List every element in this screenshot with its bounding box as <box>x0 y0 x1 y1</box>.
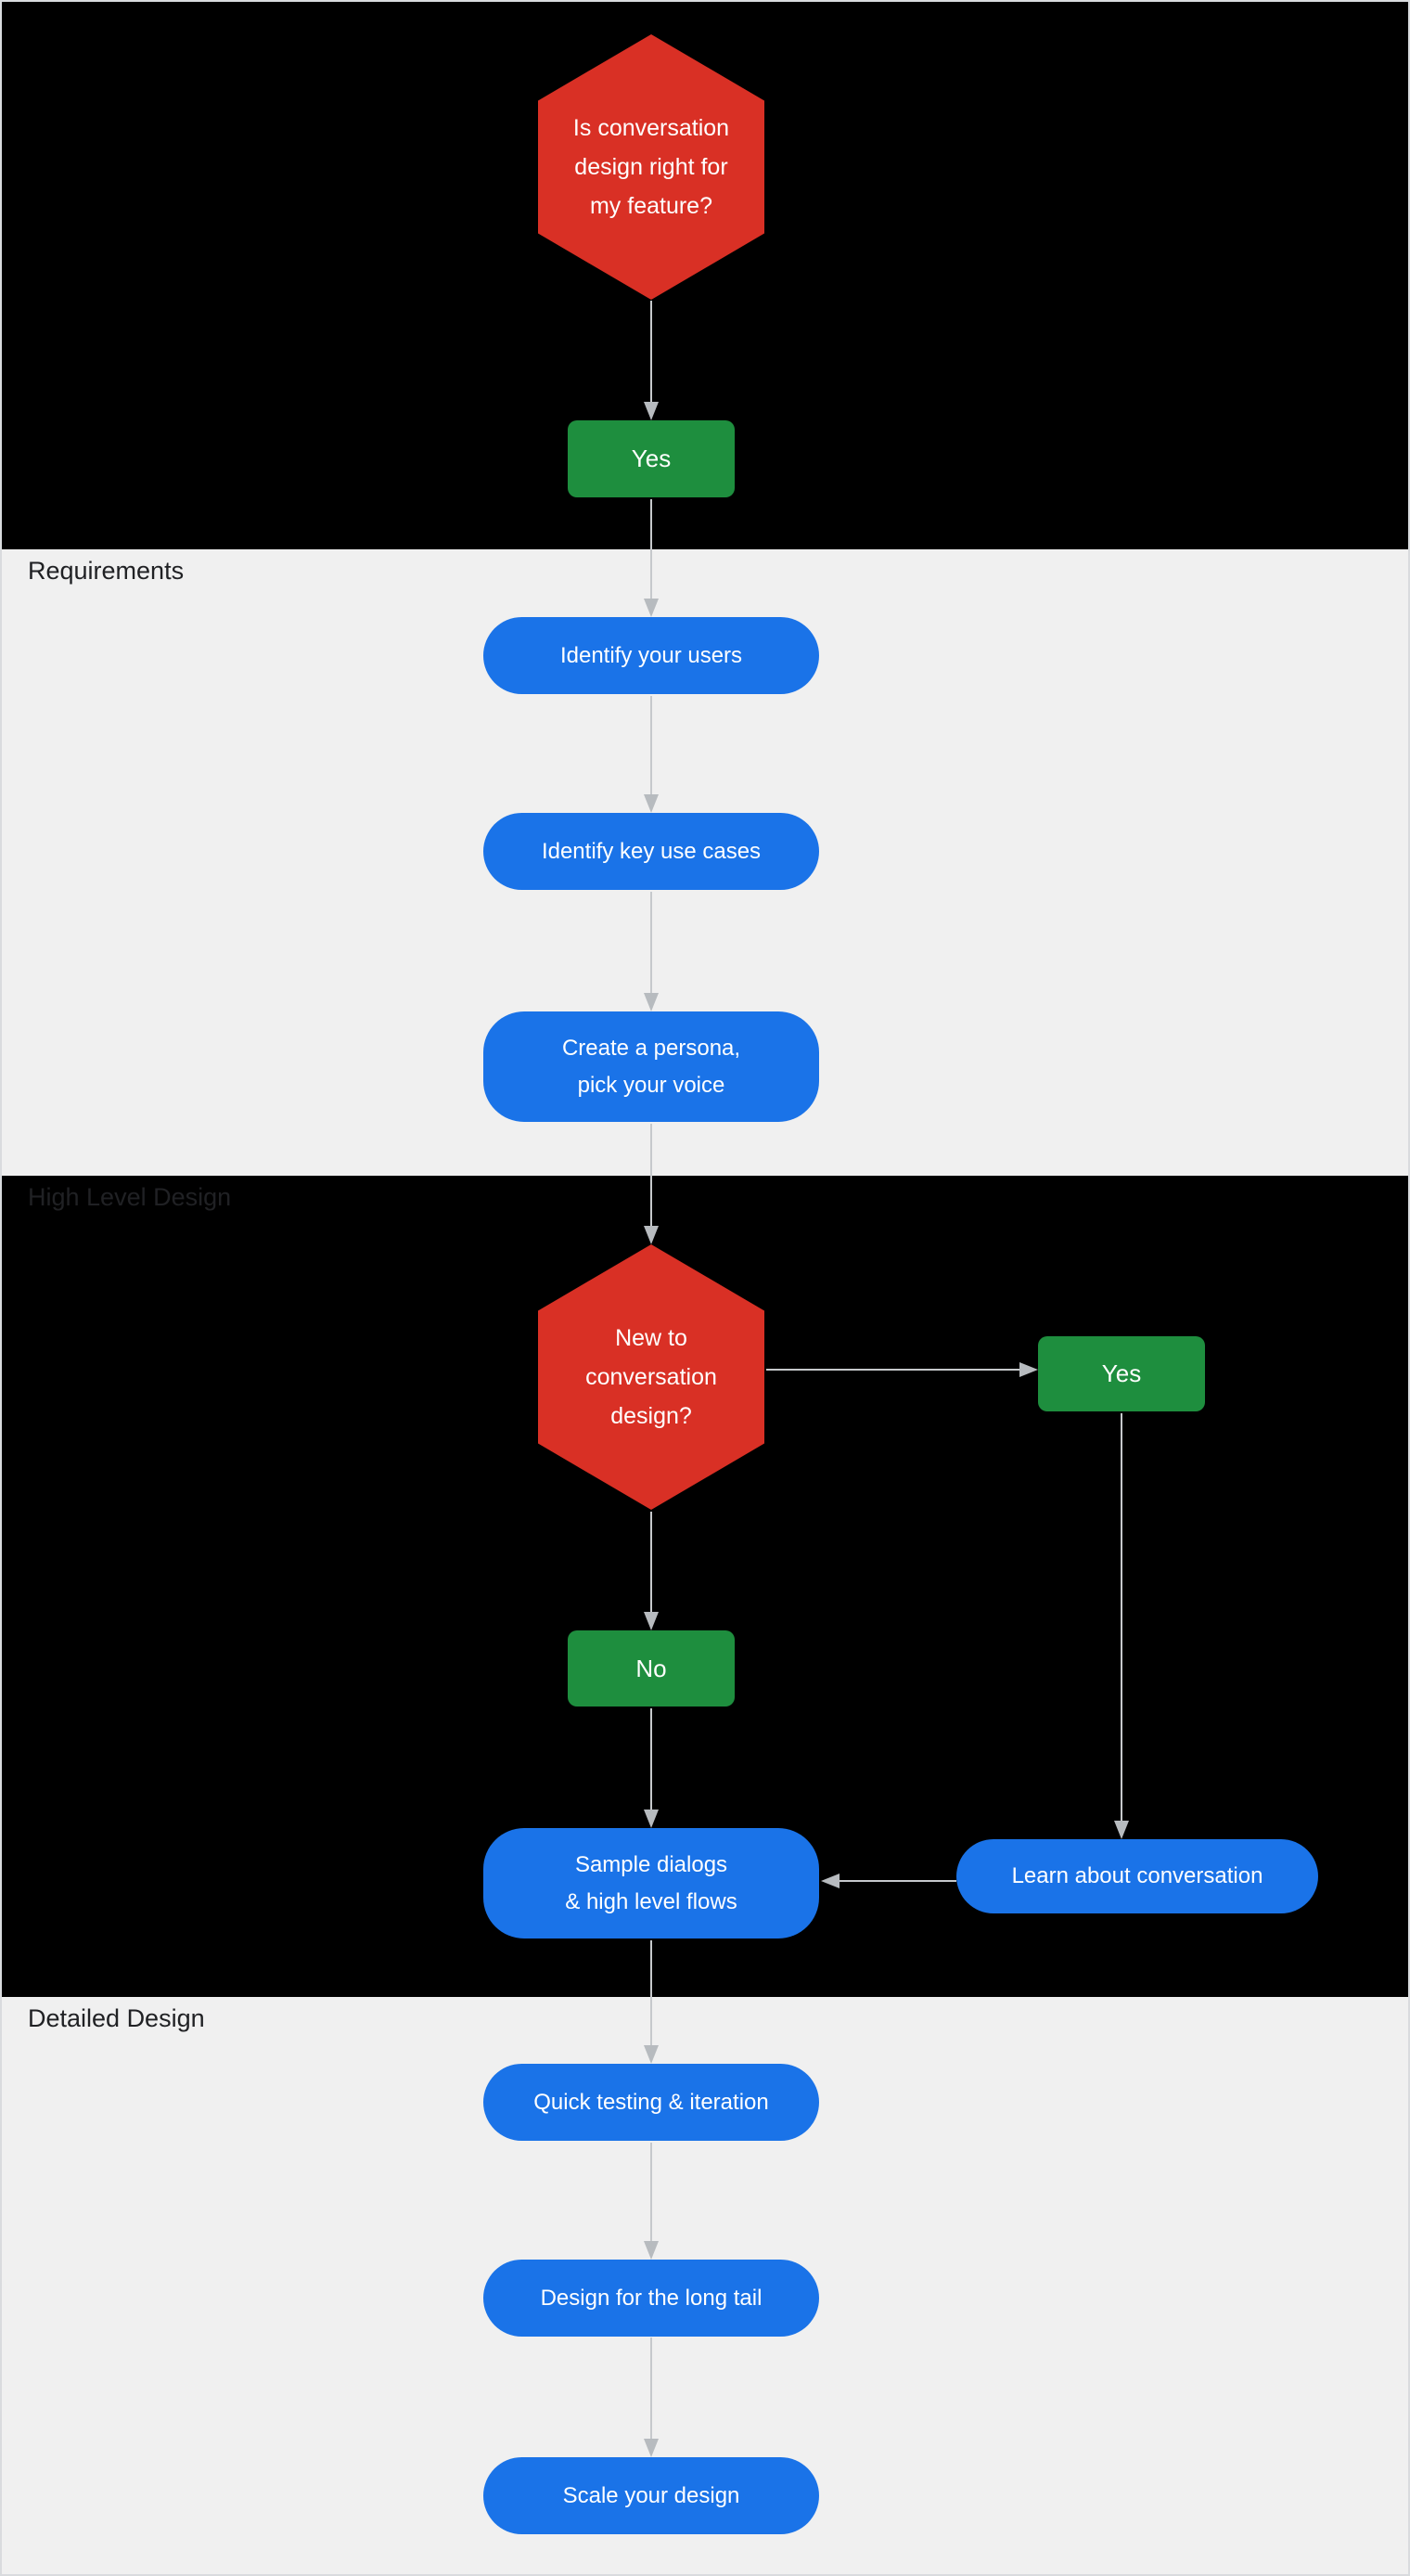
arrow-line-learn-to-sample-dialogs <box>840 1880 956 1882</box>
arrow-line-yes-to-learn <box>1121 1413 1122 1821</box>
arrow-line-use-cases-to-persona <box>650 892 652 993</box>
arrow-head-persona-to-hex2 <box>644 1226 659 1244</box>
arrow-line-users-to-use-cases <box>650 696 652 794</box>
arrow-line-no-to-sample-dialogs <box>650 1708 652 1810</box>
arrow-head-hex2-to-no <box>644 1612 659 1630</box>
arrow-line-quick-testing-to-long-tail <box>650 2143 652 2241</box>
step-create-a-persona[interactable]: Create a persona, pick your voice <box>483 1011 819 1122</box>
arrow-head-hex2-to-yes <box>1019 1362 1038 1377</box>
arrow-line-sample-to-quick-testing <box>650 1940 652 2045</box>
section-label-requirements: Requirements <box>28 557 185 585</box>
step-quick-testing-iteration[interactable]: Quick testing & iteration <box>483 2064 819 2141</box>
arrow-head-yes-to-identify-users <box>644 599 659 617</box>
answer-yes-start[interactable]: Yes <box>568 420 735 497</box>
step-sample-dialogs[interactable]: Sample dialogs & high level flows <box>483 1828 819 1938</box>
arrow-line-hex1-to-yes <box>650 301 652 402</box>
step-identify-your-users[interactable]: Identify your users <box>483 617 819 694</box>
answer-yes-new[interactable]: Yes <box>1038 1336 1205 1411</box>
step-identify-key-use-cases[interactable]: Identify key use cases <box>483 813 819 890</box>
arrow-line-hex2-to-yes <box>766 1369 1019 1371</box>
arrow-line-persona-to-hex2 <box>650 1124 652 1226</box>
arrow-head-learn-to-sample-dialogs <box>821 1874 840 1888</box>
arrow-line-yes-to-identify-users <box>650 499 652 599</box>
arrow-head-users-to-use-cases <box>644 794 659 813</box>
arrow-head-long-tail-to-scale <box>644 2439 659 2457</box>
arrow-head-sample-to-quick-testing <box>644 2045 659 2064</box>
arrow-line-long-tail-to-scale <box>650 2338 652 2439</box>
step-design-for-the-long-tail[interactable]: Design for the long tail <box>483 2260 819 2337</box>
arrow-head-no-to-sample-dialogs <box>644 1810 659 1828</box>
answer-no-new[interactable]: No <box>568 1630 735 1707</box>
section-label-detailed-design: Detailed Design <box>28 2004 205 2032</box>
arrow-head-use-cases-to-persona <box>644 993 659 1011</box>
arrow-head-hex1-to-yes <box>644 402 659 420</box>
decision-is-conversation-design-right[interactable]: Is conversation design right for my feat… <box>538 34 764 300</box>
step-scale-your-design[interactable]: Scale your design <box>483 2457 819 2534</box>
arrow-head-quick-testing-to-long-tail <box>644 2241 659 2260</box>
arrow-line-hex2-to-no <box>650 1512 652 1612</box>
step-learn-about-conversation[interactable]: Learn about conversation <box>956 1839 1318 1913</box>
arrow-head-yes-to-learn <box>1114 1821 1129 1839</box>
section-label-high-level-design: High Level Design <box>28 1183 232 1211</box>
